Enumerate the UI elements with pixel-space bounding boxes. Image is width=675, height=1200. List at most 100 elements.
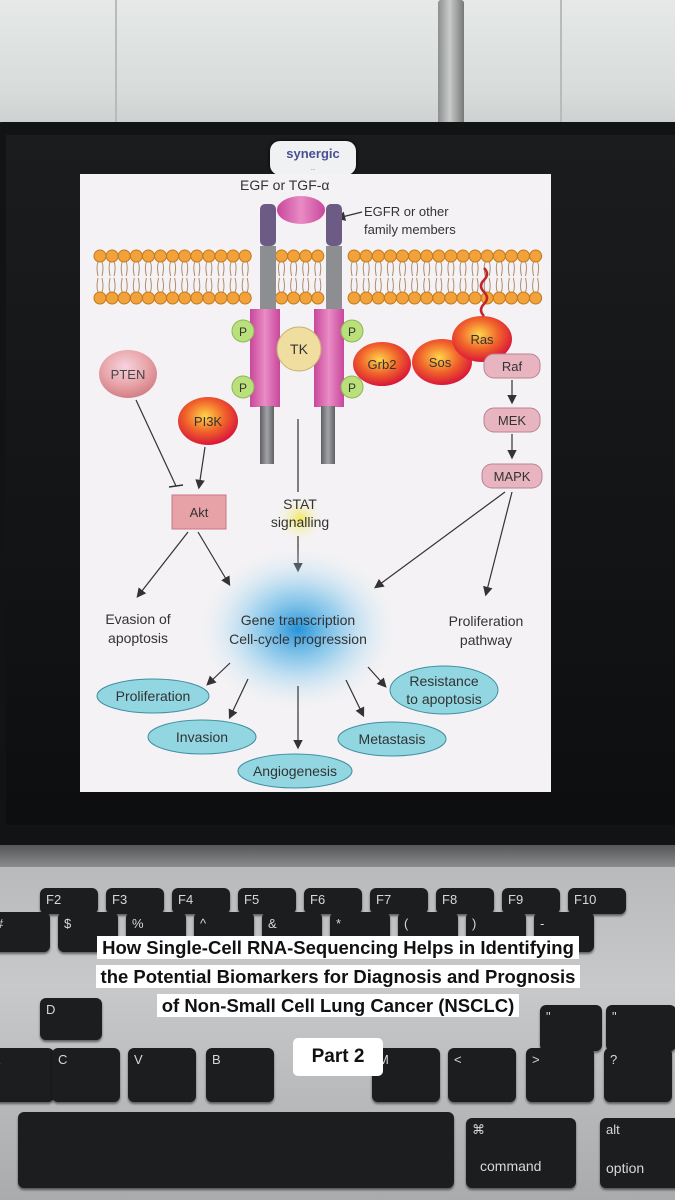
lipid-head: [190, 291, 204, 305]
key-fn[interactable]: F7: [370, 888, 428, 914]
key-fn[interactable]: F5: [238, 888, 296, 914]
key-command-label: ⌘: [472, 1122, 485, 1137]
key-quote-label: ": [546, 1009, 551, 1024]
key-fn[interactable]: F3: [106, 888, 164, 914]
lipid-tail: [169, 261, 177, 277]
lipid-tail: [471, 277, 479, 293]
lipid-head: [287, 249, 301, 263]
akt-node: [171, 494, 227, 530]
key-fn-label: F8: [442, 892, 458, 907]
key-letter-label: >: [532, 1052, 540, 1067]
pi3k-akt-arrow: [195, 446, 206, 490]
lipid-head: [517, 291, 530, 305]
lipid-head: [166, 249, 180, 263]
lipid-head: [141, 249, 155, 263]
lipid-tail: [181, 277, 189, 293]
arrow-metastasis: [345, 679, 365, 718]
outcome-metastasis: [337, 721, 447, 757]
lipid-tail: [507, 277, 515, 293]
laptop-hinge: [0, 845, 675, 867]
pten-inhibit-bar: [168, 484, 184, 488]
lipid-head: [238, 291, 252, 305]
lipid-head: [347, 291, 361, 305]
outcome-resistance: [389, 665, 499, 715]
tk-label: TK: [290, 341, 309, 357]
lipid-head: [468, 249, 482, 263]
outcome-angiogenesis-label: Angiogenesis: [253, 763, 337, 779]
lipid-tail: [241, 261, 249, 277]
arrow-invasion: [228, 678, 249, 720]
key-letter[interactable]: C: [52, 1048, 120, 1102]
lipid-tail: [132, 277, 140, 293]
lipid-tail: [193, 277, 201, 293]
mapk-label: MAPK: [494, 469, 531, 484]
key-fn[interactable]: F9: [502, 888, 560, 914]
lipid-head: [359, 291, 373, 305]
lipid-tail: [96, 277, 104, 293]
key-d[interactable]: D: [40, 998, 102, 1040]
caption-line-2: the Potential Biomarkers for Diagnosis a…: [95, 965, 581, 988]
key-quote[interactable]: ": [540, 1005, 602, 1051]
arrow-resistance: [367, 666, 387, 688]
key-fn-label: F9: [508, 892, 524, 907]
lipid-tail: [144, 261, 152, 277]
key-space[interactable]: [18, 1112, 454, 1188]
key-quote-2[interactable]: ": [606, 1005, 675, 1051]
key-fn[interactable]: F4: [172, 888, 230, 914]
key-option[interactable]: alt: [600, 1118, 675, 1188]
key-sym-label: *: [336, 916, 342, 931]
prolif-pathway-label: Proliferation: [449, 613, 524, 629]
key-fn[interactable]: F2: [40, 888, 98, 914]
mapk-nucleus-arrow: [374, 491, 506, 589]
key-fn[interactable]: F8: [436, 888, 494, 914]
caption-title: How Single-Cell RNA-Sequencing Helps in …: [40, 933, 636, 1020]
key-letter[interactable]: M: [372, 1048, 440, 1102]
lipid-head: [105, 249, 119, 263]
lipid-head: [311, 249, 325, 263]
mek-node: [483, 407, 541, 433]
pten-label: PTEN: [111, 367, 146, 382]
lipid-head: [238, 249, 252, 263]
lipid-tail: [157, 261, 164, 277]
key-letter[interactable]: >: [526, 1048, 594, 1102]
lipid-head: [468, 291, 482, 305]
key-letter[interactable]: X: [0, 1048, 54, 1102]
lipid-tail: [350, 261, 358, 277]
key-letter[interactable]: ?: [604, 1048, 672, 1102]
cell-membrane: [93, 246, 543, 310]
outcome-proliferation: [96, 678, 210, 714]
key-letter[interactable]: B: [206, 1048, 274, 1102]
lipid-tail: [459, 261, 467, 277]
lipid-head: [504, 249, 518, 263]
lipid-tail: [132, 261, 140, 277]
key-sym[interactable]: #: [0, 912, 50, 952]
lipid-head: [166, 291, 180, 305]
lipid-tail: [314, 277, 322, 293]
key-fn[interactable]: F10: [568, 888, 626, 914]
lipid-head: [517, 249, 530, 263]
lipid-tail: [350, 277, 358, 293]
phospho-label: P: [239, 381, 247, 395]
key-command[interactable]: ⌘: [466, 1118, 576, 1188]
key-letter[interactable]: V: [128, 1048, 196, 1102]
caption-line-1: How Single-Cell RNA-Sequencing Helps in …: [97, 936, 579, 959]
lipid-tail: [471, 261, 479, 277]
key-option-text: option: [606, 1160, 645, 1176]
ligand-shape: [277, 196, 325, 224]
lipid-head: [154, 249, 167, 263]
lipid-head: [117, 291, 131, 305]
lipid-tail: [374, 261, 382, 277]
phospho-label: P: [348, 381, 356, 395]
pathway-diagram: EGF or TGF-α EGFR or other family member…: [80, 174, 551, 792]
key-fn[interactable]: F6: [304, 888, 362, 914]
lipid-tail: [193, 261, 201, 277]
lipid-tail: [399, 261, 406, 277]
key-letter[interactable]: <: [448, 1048, 516, 1102]
key-fn-label: F2: [46, 892, 62, 907]
lipid-head: [299, 249, 313, 263]
lipid-head: [396, 249, 409, 263]
phospho-label: P: [239, 325, 247, 339]
lipid-tail: [229, 277, 237, 293]
outcome-proliferation-label: Proliferation: [116, 688, 191, 704]
lipid-head: [529, 249, 543, 263]
